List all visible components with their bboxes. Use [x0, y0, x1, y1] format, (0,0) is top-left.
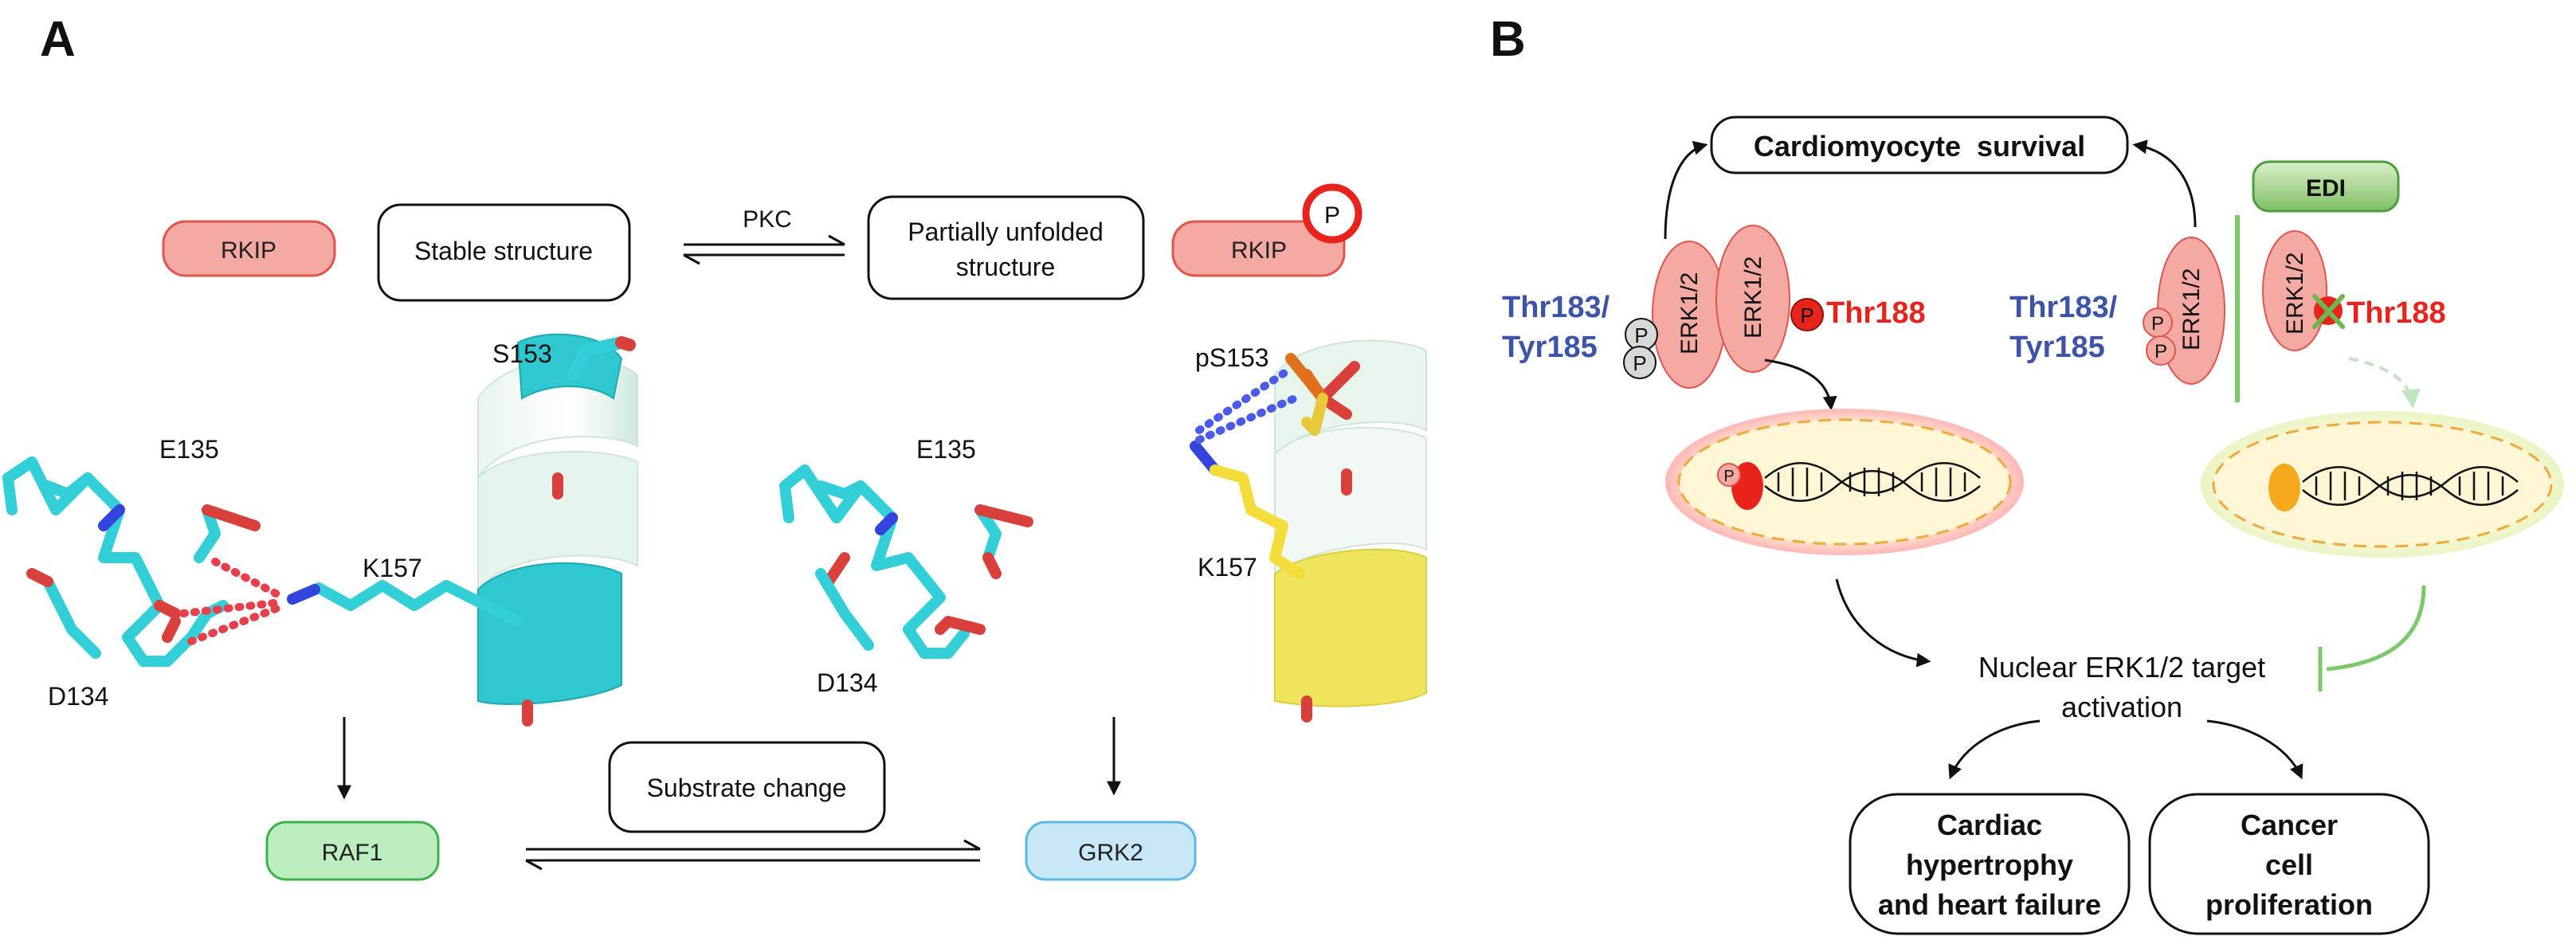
unfolded-structure-box — [867, 195, 1145, 300]
right-nucleus — [2201, 411, 2564, 558]
rkip-left-label: RKIP — [221, 237, 276, 264]
right-dna-icon — [2302, 466, 2519, 506]
grk2-box — [1025, 821, 1197, 881]
left-e135-label: E135 — [159, 435, 219, 464]
right-ps153-label: pS153 — [1195, 343, 1269, 372]
left-nuclear-p-label: P — [1723, 468, 1734, 485]
nuclear-target-line-2: activation — [2061, 691, 2182, 723]
left-thr183-label: Thr183/ — [1502, 291, 1610, 324]
pkc-equilibrium-arrows — [683, 234, 845, 265]
cancer-line-3: proliferation — [2205, 888, 2373, 921]
rkip-right-label: RKIP — [1231, 237, 1287, 264]
nuclear-target-line-1: Nuclear ERK1/2 target — [1978, 651, 2265, 684]
cancer-line-1: Cancer — [2241, 809, 2338, 841]
stable-structure-label: Stable structure — [414, 237, 593, 265]
panel-a-label: A — [40, 12, 76, 67]
right-erk-2 — [2262, 230, 2327, 351]
left-thr188-label: Thr188 — [1826, 296, 1926, 330]
right-erk-group: ERK1/2 ERK1/2 P P — [2143, 215, 2345, 402]
dashed-arrow-right-nucleus — [2348, 357, 2421, 409]
arrow-into-left-nucleus — [1764, 358, 1837, 411]
cardiac-box — [1849, 793, 2131, 935]
panel-b: B Cardiomyocyte survival EDI ERK1/2 ERK1… — [1490, 12, 2564, 935]
left-erk-1-label: ERK1/2 — [1676, 272, 1703, 355]
inhibition-line — [2326, 585, 2426, 672]
left-p-2 — [1623, 346, 1657, 379]
cardiac-line-3: and heart failure — [1878, 888, 2101, 921]
grk2-label: GRK2 — [1078, 840, 1143, 866]
left-erk-group: ERK1/2 ERK1/2 P P P — [1623, 225, 1824, 389]
right-e135-label: E135 — [916, 435, 976, 464]
substrate-change-label: Substrate change — [647, 774, 847, 802]
right-p-2 — [2146, 335, 2176, 366]
arrow-right-to-survival — [2132, 139, 2197, 228]
right-erk-in-nucleus — [2268, 464, 2300, 511]
rkip-left-box — [162, 220, 336, 277]
right-erk-2-label: ERK1/2 — [2282, 253, 2308, 335]
raf1-box — [265, 821, 440, 881]
cardiac-line-1: Cardiac — [1937, 809, 2042, 841]
edi-box — [2252, 160, 2400, 213]
right-phosphate — [1285, 353, 1360, 436]
survival-box — [1710, 116, 2129, 174]
left-p-thr188 — [1790, 298, 1824, 331]
left-d134-label: D134 — [48, 682, 109, 711]
right-k157-label: K157 — [1198, 553, 1257, 582]
left-k157-sidechain — [287, 580, 523, 627]
phospho-circle — [1302, 183, 1362, 244]
panel-b-label: B — [1490, 12, 1526, 67]
pkc-label: PKC — [743, 206, 792, 233]
left-nuclear-p — [1717, 463, 1741, 487]
cancer-line-2: cell — [2265, 848, 2313, 881]
rkip-right-box — [1171, 220, 1346, 277]
left-k157-label: K157 — [363, 554, 422, 582]
right-thr188-label: Thr188 — [2347, 296, 2446, 330]
left-p-1-label: P — [1634, 323, 1648, 347]
cancer-box — [2148, 793, 2430, 935]
edi-label: EDI — [2306, 175, 2346, 202]
right-p-2-label: P — [2155, 341, 2167, 362]
right-thr183-label: Thr183/ — [2009, 291, 2118, 324]
cardiac-line-2: hypertrophy — [1906, 848, 2073, 881]
right-tyr185-label: Tyr185 — [2009, 331, 2105, 364]
raf1-label: RAF1 — [322, 840, 383, 866]
blocked-cross-icon — [2312, 294, 2345, 329]
right-hbonds — [1195, 369, 1299, 444]
left-erk-2-label: ERK1/2 — [1740, 257, 1766, 339]
left-p-2-label: P — [1633, 351, 1646, 375]
left-hbonds — [179, 558, 284, 645]
arrow-to-cardiac — [1948, 719, 2041, 780]
survival-label: Cardiomyocyte survival — [1754, 130, 2085, 163]
stable-structure-box — [377, 203, 631, 302]
substrate-equilibrium-arrows — [525, 839, 981, 871]
left-dna-icon — [1764, 462, 1981, 502]
right-p-1-label: P — [2151, 313, 2164, 335]
left-s153-label: S153 — [492, 339, 552, 368]
arrow-left-to-survival — [1664, 141, 1708, 240]
right-erk-1-label: ERK1/2 — [2178, 268, 2205, 351]
arrow-to-cancer — [2206, 719, 2304, 780]
unfolded-line-1: Partially unfolded — [908, 217, 1103, 246]
left-erk-2 — [1715, 225, 1790, 373]
right-loop — [779, 464, 1033, 659]
left-helix — [477, 333, 638, 727]
right-d134-label: D134 — [817, 668, 878, 697]
left-tyr185-label: Tyr185 — [1502, 331, 1598, 364]
substrate-change-box — [608, 741, 886, 833]
left-nucleus: P — [1665, 409, 2024, 555]
phospho-label: P — [1324, 202, 1340, 229]
right-helix — [1274, 339, 1427, 723]
unfolded-line-2: structure — [956, 253, 1055, 281]
arrow-to-nuclear-target — [1835, 578, 1931, 668]
right-k157-sidechain — [1190, 441, 1304, 579]
panel-a: A RKIP Stable structure PKC Partially un… — [2, 12, 1427, 881]
left-p-thr188-label: P — [1800, 304, 1813, 327]
